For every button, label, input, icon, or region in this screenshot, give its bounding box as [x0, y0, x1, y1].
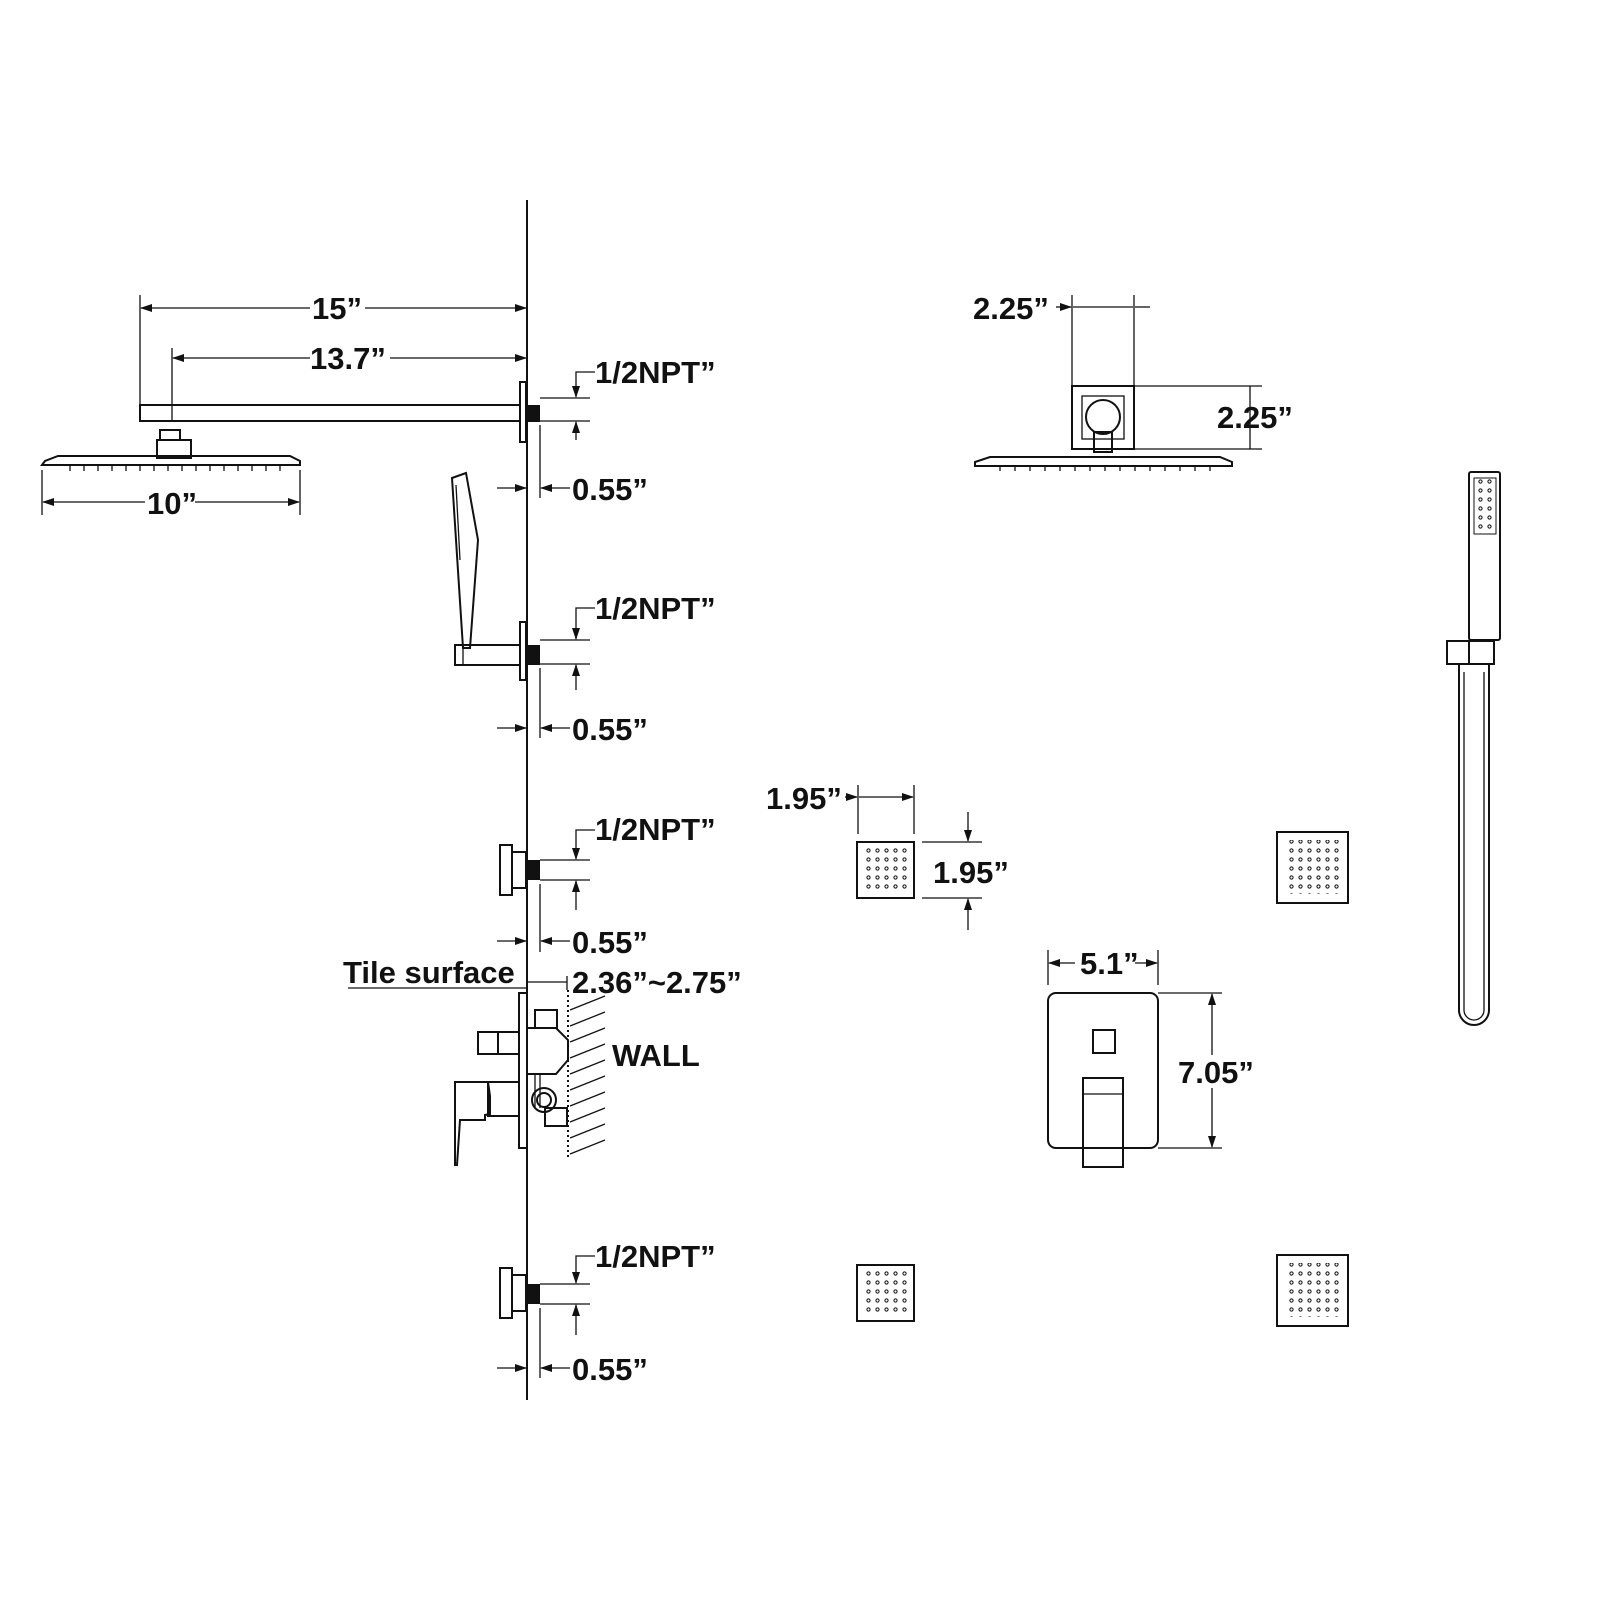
offset-label-2: 0.55”	[572, 712, 648, 747]
trim-width-label: 5.1”	[1080, 946, 1139, 981]
arm-length-label: 15”	[312, 291, 362, 326]
tile-surface-label: Tile surface	[343, 955, 515, 990]
shower-head-front-view: 2.25” 2.25”	[973, 291, 1293, 471]
arm-reach-label: 13.7”	[310, 341, 386, 376]
npt-label-1: 1/2NPT”	[595, 355, 716, 390]
outlet-1: 1/2NPT” 0.55”	[497, 355, 716, 507]
head-base-height-label: 2.25”	[1217, 400, 1293, 435]
body-jet-side-1: 1/2NPT” 0.55”	[497, 812, 716, 960]
nozzles	[69, 466, 281, 471]
body-jet-side-2: 1/2NPT” 0.55”	[497, 1239, 716, 1387]
valve-side-view: Tile surface 2.36”~2.75” WALL	[343, 955, 742, 1166]
offset-label-4: 0.55”	[572, 1352, 648, 1387]
head-base-width-label: 2.25”	[973, 291, 1049, 326]
jet-height-label: 1.95”	[933, 855, 1009, 890]
depth-range-label: 2.36”~2.75”	[572, 965, 742, 1000]
body-jet-front-3	[856, 1264, 915, 1322]
npt-label-3: 1/2NPT”	[595, 812, 716, 847]
body-jet-front-4	[1276, 1254, 1349, 1327]
trim-height-label: 7.05”	[1178, 1055, 1254, 1090]
body-jet-front-2	[1276, 831, 1349, 904]
shower-arm-side-view: 15” 13.7” 10”	[40, 291, 540, 521]
npt-label-4: 1/2NPT”	[595, 1239, 716, 1274]
offset-label-1: 0.55”	[572, 472, 648, 507]
wall-label: WALL	[612, 1038, 700, 1073]
npt-label-2: 1/2NPT”	[595, 591, 716, 626]
body-jet-front-1: 1.95” 1.95”	[766, 781, 1009, 930]
valve-trim-front-view: 5.1” 7.05”	[1047, 946, 1254, 1168]
jet-width-label: 1.95”	[766, 781, 842, 816]
offset-label-3: 0.55”	[572, 925, 648, 960]
head-width-label: 10”	[147, 486, 197, 521]
hand-shower-front-view	[1446, 471, 1501, 1026]
hand-shower-side-view: 1/2NPT” 0.55”	[450, 471, 716, 747]
